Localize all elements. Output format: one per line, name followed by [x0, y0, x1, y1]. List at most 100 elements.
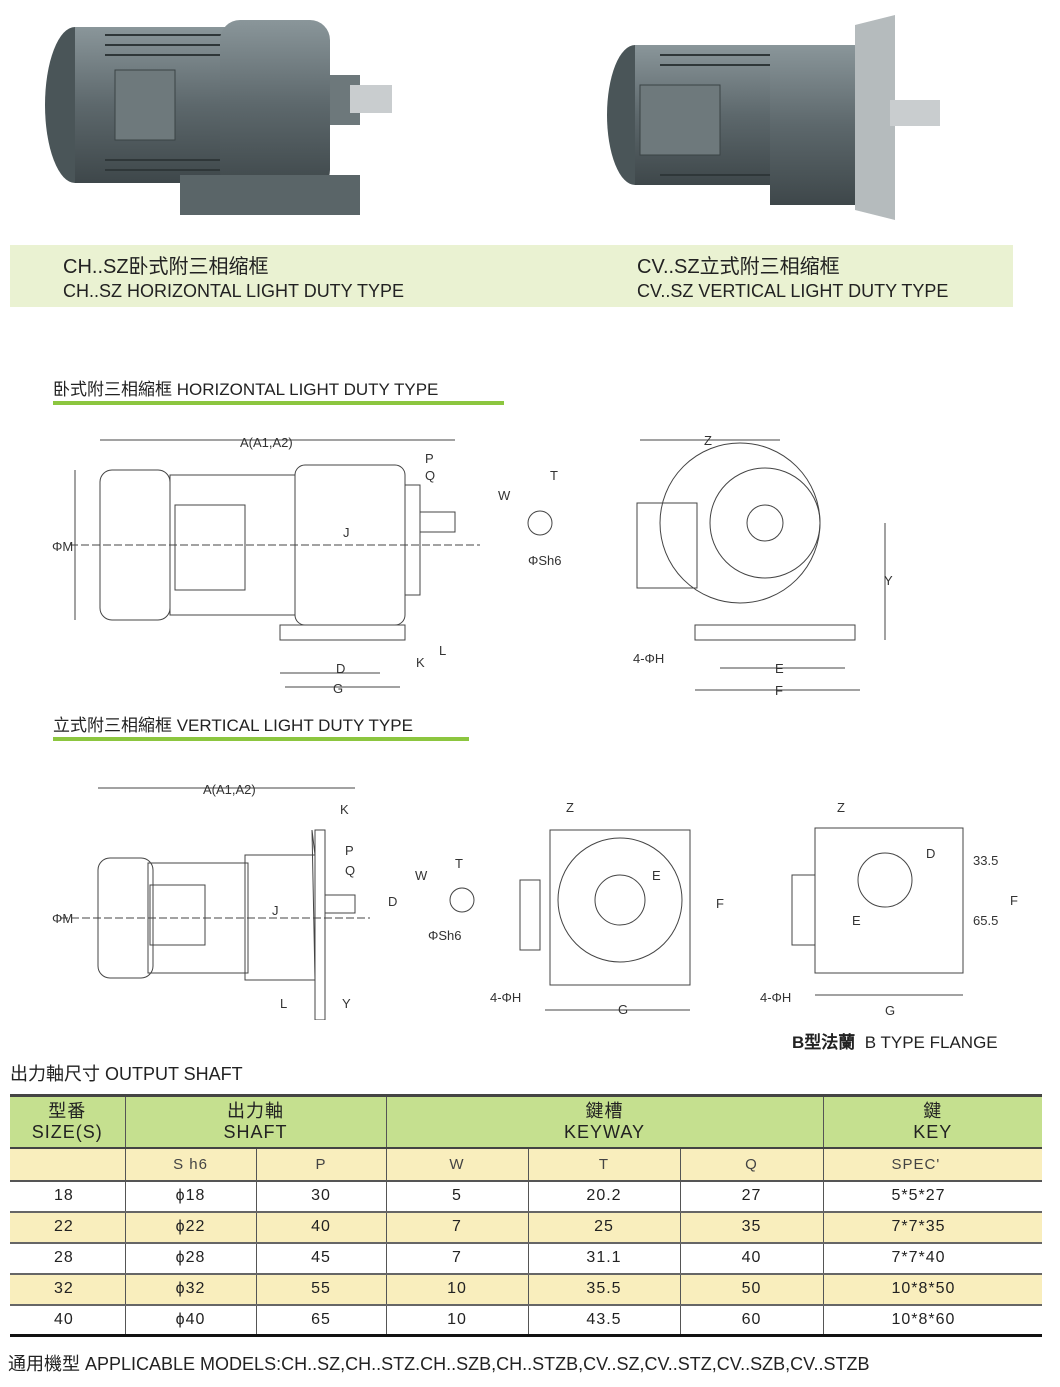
table-cell: 7: [385, 1242, 529, 1275]
caption-en: B TYPE FLANGE: [864, 1033, 998, 1052]
table-cell: 43.5: [527, 1304, 681, 1337]
table-cell: 31.1: [527, 1242, 681, 1275]
dim-e-label: E: [775, 661, 784, 676]
table-title: 出力軸尺寸 OUTPUT SHAFT: [10, 1064, 243, 1084]
vertical-motor-photo: [607, 15, 940, 220]
table-cell: 7*7*40: [822, 1242, 1042, 1275]
col-header: P: [255, 1147, 387, 1182]
col-header: S h6: [124, 1147, 257, 1182]
table-cell: 18: [10, 1180, 126, 1213]
table-cell: ϕ32: [124, 1273, 257, 1306]
table-cell: 55: [255, 1273, 387, 1306]
dim-z-label: Z: [704, 433, 712, 448]
table-cell: 40: [255, 1211, 387, 1244]
dim-sh-label: ΦSh6: [528, 553, 562, 568]
product-caption-vertical: CV..SZ立式附三相缩框 CV..SZ VERTICAL LIGHT DUTY…: [637, 255, 948, 303]
b-flange-caption: B型法蘭 B TYPE FLANGE: [792, 1028, 998, 1053]
table-cell: 28: [10, 1242, 126, 1275]
caption-cn: CV..SZ立式附三相缩框: [637, 256, 840, 278]
dim-p-label: P: [345, 843, 354, 858]
dim-g-label: G: [333, 681, 343, 696]
dim-d-label: D: [388, 894, 397, 909]
table-cell: 32: [10, 1273, 126, 1306]
dim-p-label: P: [425, 451, 434, 466]
table-cell: 40: [679, 1242, 824, 1275]
dim-h-label: 4-ΦH: [490, 990, 521, 1005]
col-header: Q: [679, 1147, 824, 1182]
col-header: [10, 1147, 126, 1182]
dim-a-label: A(A1,A2): [203, 782, 256, 797]
dim-q-label: Q: [345, 863, 355, 878]
section-underline: [53, 401, 504, 405]
table-cell: ϕ28: [124, 1242, 257, 1275]
section-title-vertical: 立式附三相縮框 VERTICAL LIGHT DUTY TYPE: [53, 716, 413, 735]
caption-cn: CH..SZ卧式附三相缩框: [63, 256, 269, 278]
dim-a-label: A(A1,A2): [240, 435, 293, 450]
table-cell: 60: [679, 1304, 824, 1337]
table-cell: 10*8*50: [822, 1273, 1042, 1306]
section-underline: [53, 737, 469, 741]
applicable-models: 通用機型 APPLICABLE MODELS:CH..SZ,CH..STZ.CH…: [8, 1354, 870, 1374]
bflange-33-label: 33.5: [973, 853, 998, 868]
col-header: W: [385, 1147, 529, 1182]
col-header: SPEC': [822, 1147, 1042, 1182]
bflange-z-label: Z: [837, 800, 845, 815]
bflange-65-label: 65.5: [973, 913, 998, 928]
table-cell: ϕ40: [124, 1304, 257, 1337]
table-cell: ϕ22: [124, 1211, 257, 1244]
bflange-h-label: 4-ΦH: [760, 990, 791, 1005]
caption-en: CH..SZ HORIZONTAL LIGHT DUTY TYPE: [63, 281, 405, 301]
dim-h-label: 4-ΦH: [633, 651, 664, 666]
table-cell: 5*5*27: [822, 1180, 1042, 1213]
table-cell: 25: [527, 1211, 681, 1244]
dim-q-label: Q: [425, 468, 435, 483]
dim-y-label: Y: [342, 996, 351, 1011]
col-header: T: [527, 1147, 681, 1182]
bflange-d-label: D: [926, 846, 935, 861]
table-cell: 5: [385, 1180, 529, 1213]
vertical-dimension-drawing: A(A1,A2) K P Q J ΦM D L Y W T ΦSh6 Z E F…: [52, 782, 1018, 1020]
bflange-g-label: G: [885, 1003, 895, 1018]
dim-y-label: Y: [884, 573, 893, 588]
dim-z-label: Z: [566, 800, 574, 815]
dim-f-label: F: [775, 683, 783, 698]
table-cell: 10: [385, 1304, 529, 1337]
table-cell: 45: [255, 1242, 387, 1275]
table-cell: 40: [10, 1304, 126, 1337]
caption-en: CV..SZ VERTICAL LIGHT DUTY TYPE: [637, 281, 949, 301]
bflange-f-label: F: [1010, 893, 1018, 908]
dim-m-label: ΦM: [52, 539, 73, 554]
horizontal-motor-photo: [45, 20, 392, 215]
table-cell: 10: [385, 1273, 529, 1306]
horizontal-dimension-drawing: A(A1,A2) P Q J ΦM D G K L W T ΦSh6 Z X Y…: [52, 433, 893, 698]
table-cell: 27: [679, 1180, 824, 1213]
table-cell: 65: [255, 1304, 387, 1337]
caption-cn: B型法蘭: [792, 1033, 856, 1052]
dim-k-label: K: [416, 655, 425, 670]
table-cell: 35.5: [527, 1273, 681, 1306]
table-cell: ϕ18: [124, 1180, 257, 1213]
dim-l-label: L: [439, 643, 446, 658]
dim-sh-label: ΦSh6: [428, 928, 462, 943]
dim-j-label: J: [343, 525, 350, 540]
dim-m-label: ΦM: [52, 911, 73, 926]
dim-e-label: E: [652, 868, 661, 883]
dim-w-label: W: [415, 868, 428, 883]
dim-w-label: W: [498, 488, 511, 503]
table-cell: 50: [679, 1273, 824, 1306]
bflange-e-label: E: [852, 913, 861, 928]
dim-l-label: L: [280, 996, 287, 1011]
table-cell: 10*8*60: [822, 1304, 1042, 1337]
table-cell: 30: [255, 1180, 387, 1213]
dim-g-label: G: [618, 1002, 628, 1017]
table-cell: 20.2: [527, 1180, 681, 1213]
dim-k-label: K: [340, 802, 349, 817]
